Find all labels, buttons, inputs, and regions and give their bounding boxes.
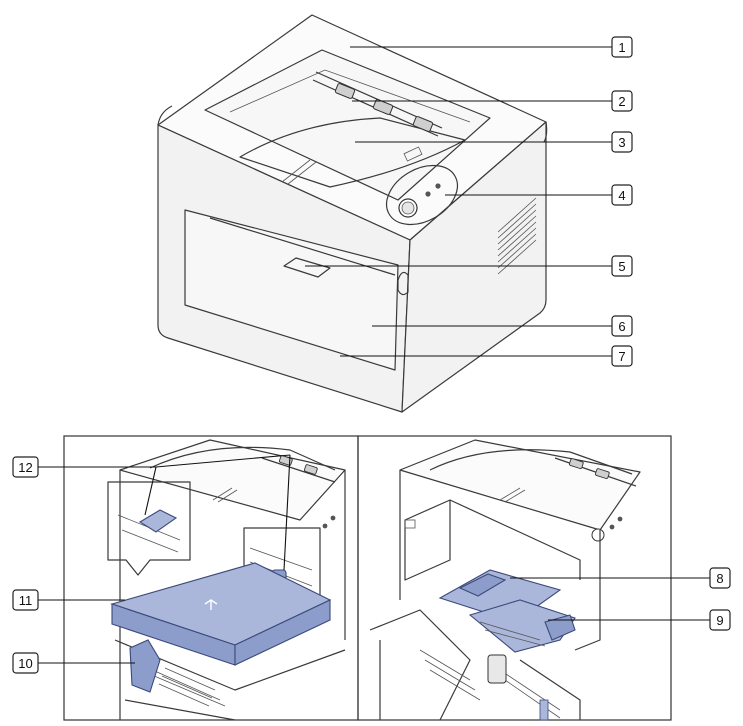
paper-guide bbox=[129, 639, 161, 693]
callout-5: 5 bbox=[611, 255, 633, 277]
front-cover-handle bbox=[283, 257, 331, 278]
callout-label: 3 bbox=[618, 135, 625, 150]
left-detail-illustration bbox=[107, 439, 346, 721]
control-panel bbox=[386, 164, 458, 226]
callout-label: 7 bbox=[618, 349, 625, 364]
callout-9: 9 bbox=[709, 609, 731, 631]
leader-lines bbox=[38, 46, 710, 664]
callout-label: 2 bbox=[618, 94, 625, 109]
front-cover bbox=[184, 209, 399, 371]
callout-label: 10 bbox=[18, 656, 32, 671]
callout-label: 5 bbox=[618, 259, 625, 274]
callout-8: 8 bbox=[709, 567, 731, 589]
callout-7: 7 bbox=[611, 345, 633, 367]
callout-11: 11 bbox=[12, 589, 39, 611]
callout-label: 6 bbox=[618, 319, 625, 334]
side-vent bbox=[497, 197, 537, 275]
callout-label: 8 bbox=[716, 571, 723, 586]
callout-4: 4 bbox=[611, 184, 633, 206]
right-detail-illustration bbox=[369, 439, 641, 721]
callout-3: 3 bbox=[611, 131, 633, 153]
callout-label: 11 bbox=[19, 593, 33, 608]
callout-6: 6 bbox=[611, 315, 633, 337]
callout-12: 12 bbox=[12, 456, 39, 478]
printer-main-illustration bbox=[157, 14, 548, 413]
callout-label: 4 bbox=[618, 188, 625, 203]
callout-1: 1 bbox=[611, 36, 633, 58]
callout-label: 1 bbox=[618, 40, 625, 55]
callout-label: 12 bbox=[18, 460, 32, 475]
callout-label: 9 bbox=[716, 613, 723, 628]
output-tray-recess bbox=[204, 49, 491, 201]
output-slot bbox=[312, 71, 443, 137]
callout-10: 10 bbox=[12, 652, 39, 674]
callout-2: 2 bbox=[611, 90, 633, 112]
